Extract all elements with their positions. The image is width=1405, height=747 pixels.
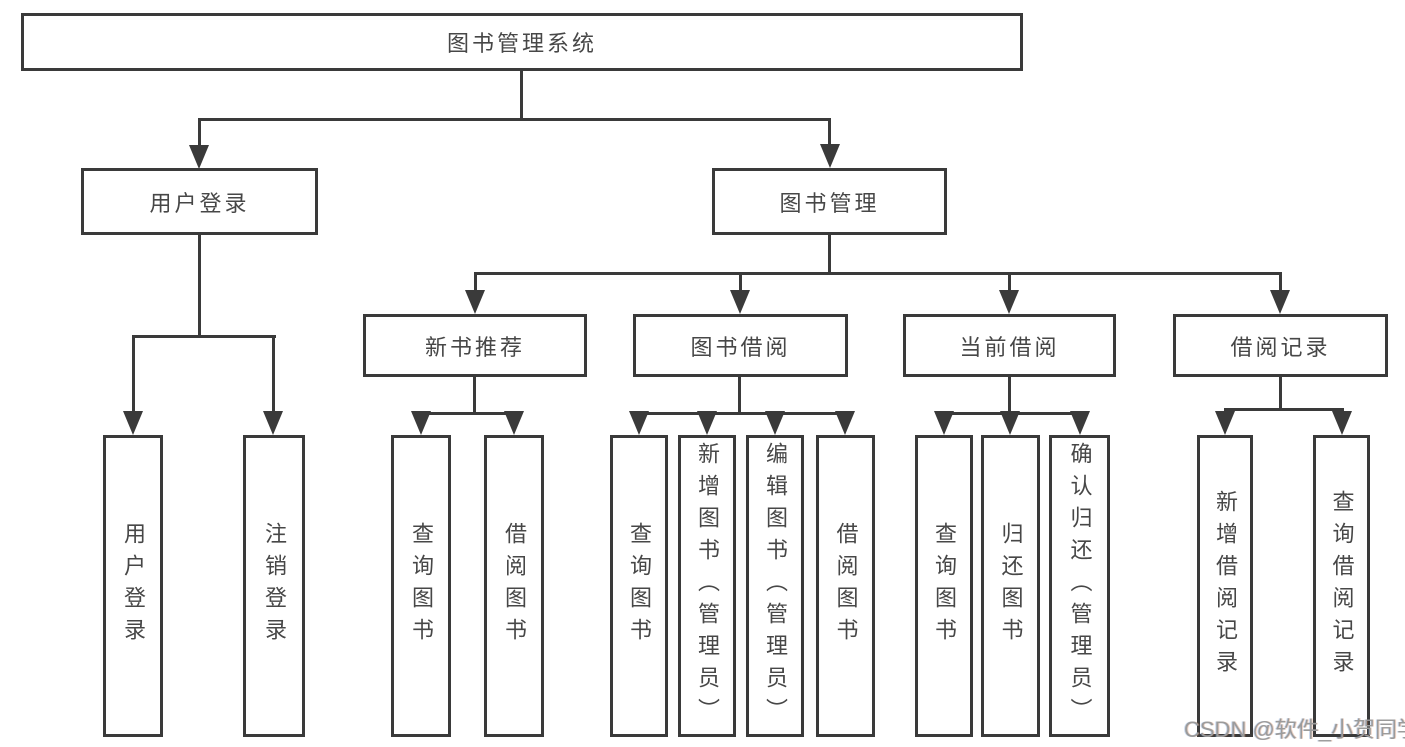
leaf-confirm-return-admin: 确认归还（管理员） <box>1049 435 1110 737</box>
connector-vline <box>272 335 275 413</box>
node-label: 确认归还（管理员） <box>1067 442 1093 730</box>
node-label: 查询图书 <box>932 522 957 650</box>
connector-hline <box>1224 408 1344 411</box>
node-root-library-system: 图书管理系统 <box>21 13 1023 71</box>
node-label: 查询借阅记录 <box>1329 490 1355 682</box>
leaf-query-books-recommend: 查询图书 <box>391 435 451 737</box>
leaf-query-books-borrowing: 查询图书 <box>610 435 668 737</box>
node-new-book-recommend: 新书推荐 <box>363 314 587 377</box>
arrowhead-down-icon <box>189 145 209 169</box>
arrowhead-down-icon <box>1332 411 1352 435</box>
connector-vline <box>198 235 201 335</box>
arrowhead-down-icon <box>730 290 750 314</box>
connector-vline <box>1279 377 1282 410</box>
arrowhead-down-icon <box>504 411 524 435</box>
node-label: 当前借阅 <box>959 334 1060 360</box>
arrowhead-down-icon <box>629 411 649 435</box>
arrowhead-down-icon <box>263 411 283 435</box>
arrowhead-down-icon <box>411 411 431 435</box>
node-label: 查询图书 <box>409 522 434 650</box>
node-label: 借阅记录 <box>1230 334 1331 360</box>
node-borrowing-records: 借阅记录 <box>1173 314 1388 377</box>
connector-hline <box>420 412 516 415</box>
arrowhead-down-icon <box>820 144 840 168</box>
connector-vline <box>828 118 831 148</box>
arrowhead-down-icon <box>999 290 1019 314</box>
arrowhead-down-icon <box>1215 411 1235 435</box>
leaf-user-login: 用户登录 <box>103 435 163 737</box>
leaf-query-borrow-record: 查询借阅记录 <box>1313 435 1370 737</box>
connector-vline <box>474 272 477 294</box>
arrowhead-down-icon <box>465 290 485 314</box>
connector-hline <box>474 272 1282 275</box>
node-current-borrowing: 当前借阅 <box>903 314 1116 377</box>
node-label: 注销登录 <box>262 522 287 650</box>
node-label: 编辑图书（管理员） <box>763 442 788 730</box>
csdn-watermark: CSDN @软件_小贺同学 <box>1184 717 1405 742</box>
connector-vline <box>1279 272 1282 294</box>
connector-hline <box>638 412 847 415</box>
node-label: 借阅图书 <box>833 522 859 650</box>
connector-hline <box>198 118 831 121</box>
leaf-add-borrow-record: 新增借阅记录 <box>1197 435 1253 737</box>
node-label: 归还图书 <box>998 522 1024 650</box>
node-user-login: 用户登录 <box>81 168 318 235</box>
node-label: 查询图书 <box>627 522 652 650</box>
connector-vline <box>520 71 523 118</box>
connector-vline <box>828 235 831 275</box>
leaf-return-book: 归还图书 <box>981 435 1040 737</box>
arrowhead-down-icon <box>1270 290 1290 314</box>
leaf-edit-book-admin: 编辑图书（管理员） <box>746 435 804 737</box>
node-label: 新增借阅记录 <box>1213 490 1238 682</box>
leaf-add-book-admin: 新增图书（管理员） <box>678 435 736 737</box>
node-label: 图书管理 <box>779 190 880 216</box>
leaf-query-books-current: 查询图书 <box>915 435 973 737</box>
connector-vline <box>198 118 201 148</box>
connector-vline <box>1008 272 1011 294</box>
arrowhead-down-icon <box>765 411 785 435</box>
node-label: 用户登录 <box>149 190 250 216</box>
arrowhead-down-icon <box>123 411 143 435</box>
arrowhead-down-icon <box>1070 411 1090 435</box>
arrowhead-down-icon <box>1000 411 1020 435</box>
node-label: 图书管理系统 <box>446 31 597 56</box>
arrowhead-down-icon <box>835 411 855 435</box>
connector-vline <box>739 272 742 294</box>
node-book-borrowing: 图书借阅 <box>633 314 848 377</box>
connector-hline <box>132 335 276 338</box>
connector-vline <box>738 377 741 412</box>
leaf-borrow-books-borrowing: 借阅图书 <box>816 435 875 737</box>
node-label: 图书借阅 <box>690 334 791 360</box>
arrowhead-down-icon <box>697 411 717 435</box>
connector-vline <box>473 377 476 412</box>
connector-vline <box>132 335 135 413</box>
node-label: 用户登录 <box>121 522 146 650</box>
node-label: 借阅图书 <box>502 522 527 650</box>
node-book-management: 图书管理 <box>712 168 947 235</box>
node-label: 新书推荐 <box>424 334 525 360</box>
node-label: 新增图书（管理员） <box>695 442 720 730</box>
leaf-logout: 注销登录 <box>243 435 305 737</box>
connector-vline <box>1008 377 1011 412</box>
arrowhead-down-icon <box>934 411 954 435</box>
leaf-borrow-books-recommend: 借阅图书 <box>484 435 544 737</box>
